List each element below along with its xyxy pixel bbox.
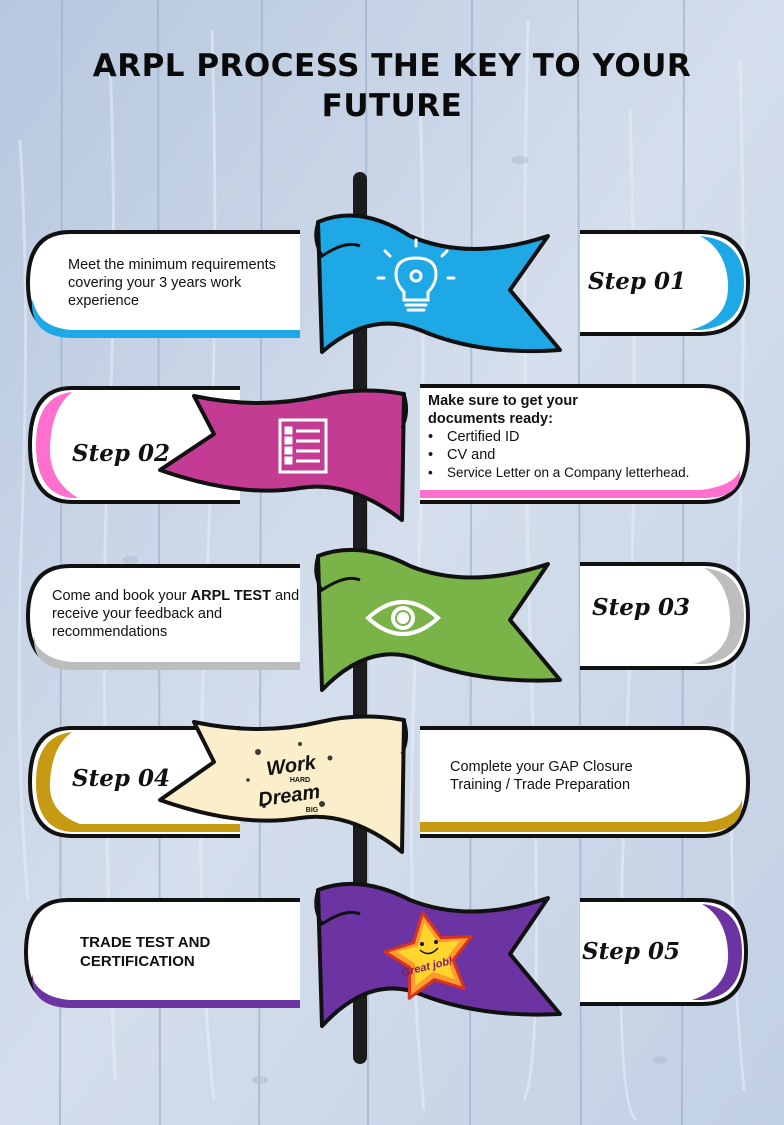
step-01-label-panel xyxy=(580,230,751,336)
step-01-label: Step 01 xyxy=(588,268,686,295)
checklist-icon xyxy=(278,418,328,474)
work-hard-dream-big-badge: Work HARD Dream BIG xyxy=(246,742,333,814)
documents-list: Certified ID CV and Service Letter on a … xyxy=(428,428,728,482)
document-item: CV and xyxy=(428,446,728,464)
step-04-label: Step 04 xyxy=(72,765,170,792)
step-03-description: Come and book your ARPL TEST and receive… xyxy=(52,587,304,641)
document-item: Certified ID xyxy=(428,428,728,446)
step-03-flag xyxy=(314,547,562,692)
badge-word-2: HARD xyxy=(290,777,310,784)
eye-icon xyxy=(365,600,441,636)
step-02-label: Step 02 xyxy=(72,440,170,467)
step-03-label: Step 03 xyxy=(592,594,690,621)
step-02-description: Make sure to get your documents ready: C… xyxy=(428,392,728,482)
step-05-description: TRADE TEST AND CERTIFICATION xyxy=(80,934,211,970)
step-03-text-panel xyxy=(25,564,301,670)
badge-word-4: BIG xyxy=(306,807,319,814)
document-item: Service Letter on a Company letterhead. xyxy=(428,464,728,482)
step-03-text-bold: ARPL TEST xyxy=(190,588,271,604)
step-04-flag xyxy=(158,714,409,854)
lightbulb-gear-icon xyxy=(376,238,456,312)
step-05-text-panel xyxy=(23,898,301,1008)
step-01-flag xyxy=(314,213,562,354)
page-title-line-2: FUTURE xyxy=(321,88,463,124)
step-01-text-panel xyxy=(25,230,301,338)
step-01-description: Meet the minimum requirements covering y… xyxy=(68,257,276,309)
step-02-heading: Make sure to get your documents ready: xyxy=(428,393,578,427)
page-title-line-1: ARPL PROCESS THE KEY TO YOUR xyxy=(92,48,692,84)
great-job-star-icon: Great job! xyxy=(383,911,473,1000)
step-04-description: Complete your GAP Closure Training / Tra… xyxy=(450,759,633,793)
step-03-label-panel xyxy=(580,562,751,670)
step-05-label-panel xyxy=(580,898,749,1006)
step-03-text-start: Come and book your xyxy=(52,588,191,604)
step-02-flag xyxy=(158,388,409,522)
step-03-text-end: and receive your feedback and recommenda… xyxy=(52,588,300,640)
step-04-text-panel xyxy=(420,726,751,838)
step-05-label: Step 05 xyxy=(582,938,680,965)
